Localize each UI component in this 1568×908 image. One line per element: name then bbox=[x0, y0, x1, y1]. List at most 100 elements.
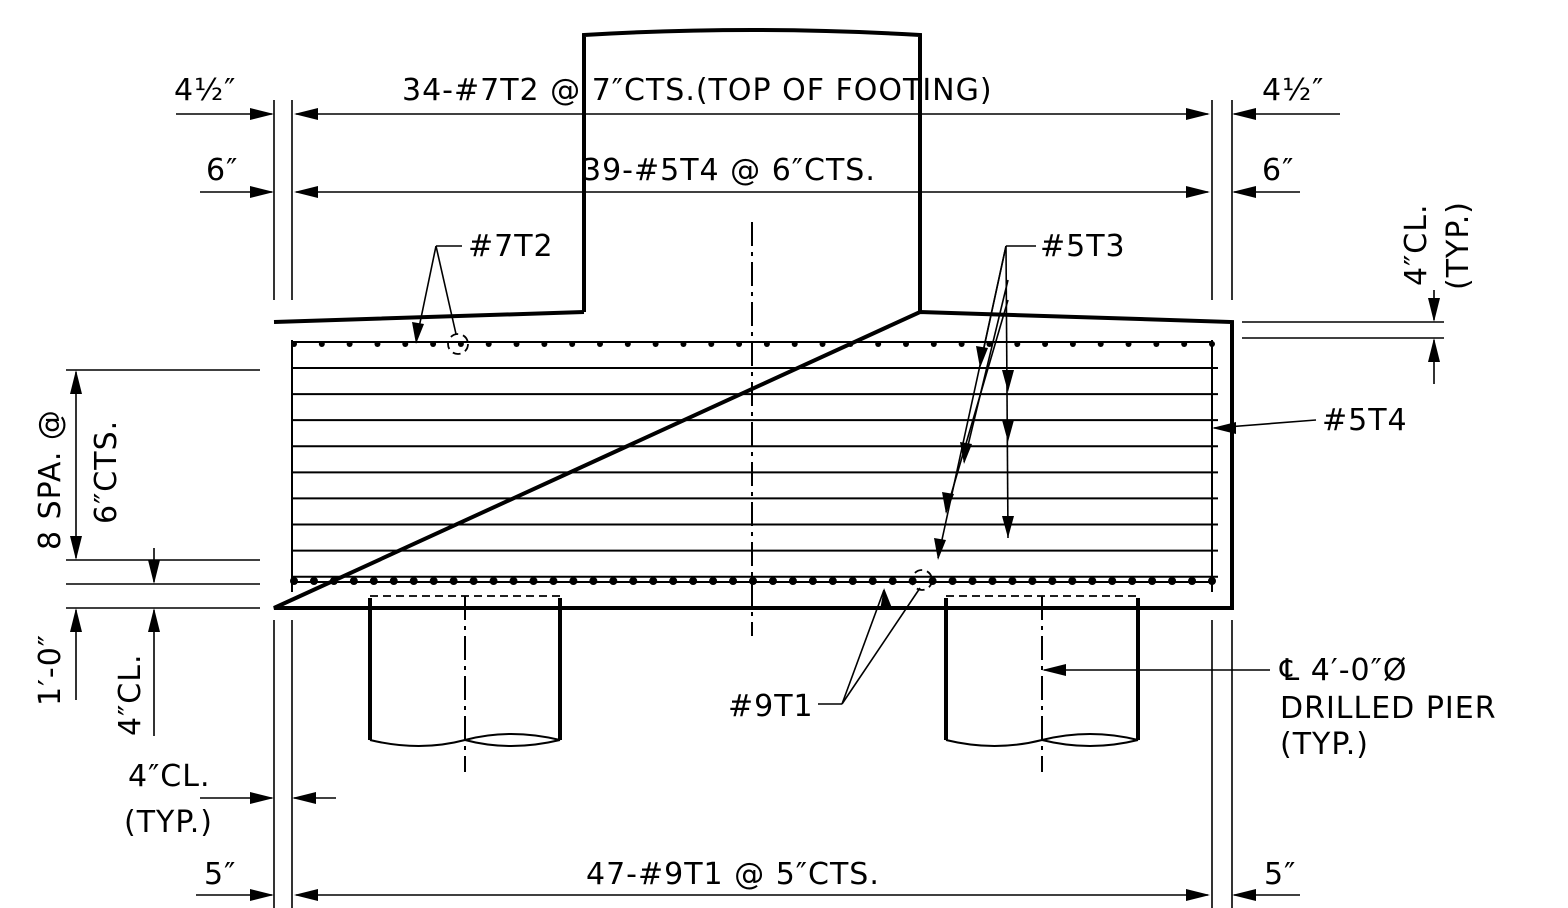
rebar-dot bbox=[429, 577, 438, 585]
rebar-dot bbox=[986, 341, 993, 347]
label-pier-line2: DRILLED PIER bbox=[1280, 691, 1497, 726]
rebar-dot bbox=[819, 341, 826, 347]
rebar-dot bbox=[1028, 577, 1037, 585]
leader-lines bbox=[412, 245, 1317, 705]
rebar-dot bbox=[788, 577, 797, 585]
rebar-dot bbox=[624, 341, 631, 347]
rebar-dot bbox=[485, 341, 492, 347]
label-pier-line3: (TYP.) bbox=[1280, 727, 1369, 762]
rebar-dot bbox=[652, 341, 659, 347]
rebar-dot bbox=[449, 577, 458, 585]
rebar-dot bbox=[848, 577, 857, 585]
rebar-dot bbox=[1069, 341, 1076, 347]
label-bar-5t4: #5T4 bbox=[1322, 403, 1408, 438]
rebar-dot bbox=[875, 341, 882, 347]
rebar-dot bbox=[1097, 341, 1104, 347]
rebar-dot bbox=[369, 577, 378, 585]
rebar-dot bbox=[430, 341, 437, 347]
label-side-bars: 39-#5T4 @ 6″CTS. bbox=[582, 153, 876, 188]
rebar-dot bbox=[888, 577, 897, 585]
rebar-dot bbox=[1168, 577, 1177, 585]
rebar-dot bbox=[768, 577, 777, 585]
rebar-dot bbox=[541, 341, 548, 347]
drilled-pier-right bbox=[944, 595, 1140, 772]
label-right-six: 6″ bbox=[1262, 153, 1294, 188]
horizontal-bars bbox=[292, 341, 1218, 583]
rebar-dot bbox=[1148, 577, 1157, 585]
rebar-dot bbox=[903, 341, 909, 347]
rebar-dot bbox=[346, 341, 353, 347]
rebar-dot bbox=[1048, 577, 1057, 585]
rebar-dot bbox=[374, 341, 381, 347]
label-right-five: 5″ bbox=[1264, 857, 1296, 892]
circled-9t1-bar bbox=[911, 569, 933, 591]
rebar-dot bbox=[808, 577, 817, 585]
rebar-dot bbox=[513, 341, 520, 347]
rebar-dot bbox=[1125, 341, 1132, 347]
rebar-dot bbox=[749, 577, 757, 585]
label-four-cl-right-2: (TYP.) bbox=[1441, 201, 1476, 290]
label-spa-line1: 8 SPA. @ bbox=[33, 409, 68, 550]
drilled-pier-left bbox=[368, 595, 562, 772]
footing-outline bbox=[273, 309, 1234, 610]
bottom-bar-dots bbox=[290, 577, 1216, 585]
rebar-dot bbox=[569, 341, 576, 347]
rebar-dot bbox=[309, 577, 318, 585]
rebar-dot bbox=[549, 577, 558, 585]
rebar-dot bbox=[597, 341, 603, 347]
rebar-dot bbox=[968, 577, 977, 585]
top-bar-dots bbox=[291, 341, 1215, 347]
rebar-dot bbox=[1153, 341, 1160, 347]
rebar-dot bbox=[329, 577, 338, 585]
rebar-dot bbox=[736, 341, 743, 347]
side-bars bbox=[291, 340, 1213, 592]
rebar-dot bbox=[988, 577, 997, 585]
rebar-dot bbox=[847, 341, 854, 347]
rebar-dot bbox=[791, 341, 798, 347]
rebar-dot bbox=[1042, 341, 1049, 347]
label-spa-line2: 6″CTS. bbox=[89, 420, 124, 524]
dimension-lines bbox=[70, 108, 1440, 901]
rebar-dot bbox=[489, 577, 498, 585]
rebar-dot bbox=[509, 577, 518, 585]
rebar-dot bbox=[649, 577, 658, 585]
rebar-dot bbox=[708, 341, 715, 347]
label-bar-7t2: #7T2 bbox=[468, 229, 554, 264]
rebar-dot bbox=[409, 577, 418, 585]
rebar-dot bbox=[1181, 341, 1188, 347]
rebar-dot bbox=[1068, 577, 1077, 585]
rebar-dot bbox=[609, 577, 618, 585]
rebar-dot bbox=[763, 341, 770, 347]
label-bar-9t1: #9T1 bbox=[728, 689, 814, 724]
label-left-five: 5″ bbox=[204, 857, 236, 892]
extension-lines bbox=[66, 100, 1444, 908]
rebar-dot bbox=[1014, 341, 1021, 347]
rebar-dot bbox=[828, 577, 837, 585]
rebar-dot bbox=[930, 341, 937, 347]
label-right-top-dim: 4½″ bbox=[1262, 73, 1324, 108]
label-left-six: 6″ bbox=[206, 153, 238, 188]
label-pier-line1: ℄ 4′-0″Ø bbox=[1279, 653, 1407, 688]
label-top-bars: 34-#7T2 @ 7″CTS.(TOP OF FOOTING) bbox=[402, 73, 993, 108]
rebar-dot bbox=[1128, 577, 1137, 585]
label-four-cl-left-2: (TYP.) bbox=[124, 805, 213, 840]
rebar-dot bbox=[1108, 577, 1117, 585]
label-four-cl-left-1: 4″CL. bbox=[128, 759, 211, 794]
rebar-dot bbox=[318, 341, 325, 347]
label-four-cl-vert: 4″CL. bbox=[113, 654, 148, 737]
label-bar-5t3: #5T3 bbox=[1040, 229, 1126, 264]
rebar-dot bbox=[948, 577, 957, 585]
label-four-cl-right-1: 4″CL. bbox=[1399, 204, 1434, 287]
rebar-dot bbox=[529, 577, 538, 585]
rebar-dot bbox=[457, 341, 464, 347]
column bbox=[582, 28, 922, 312]
rebar-dot bbox=[569, 577, 578, 585]
rebar-dot bbox=[1188, 577, 1197, 585]
label-left-top-dim: 4½″ bbox=[174, 73, 236, 108]
rebar-dot bbox=[709, 577, 718, 585]
rebar-dot bbox=[589, 577, 598, 585]
rebar-dot bbox=[349, 577, 358, 585]
rebar-dot bbox=[669, 577, 678, 585]
rebar-dot bbox=[729, 577, 738, 585]
